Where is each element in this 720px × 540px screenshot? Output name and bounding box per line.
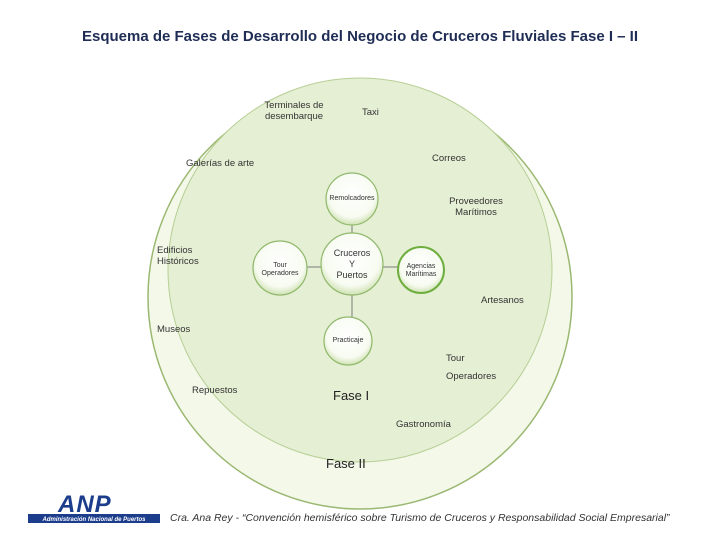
item-taxi: Taxi <box>362 107 379 118</box>
item-operadores: Operadores <box>446 371 497 382</box>
node-label-cruceros: Cruceros Y Puertos <box>333 248 371 280</box>
item-museos: Museos <box>157 324 191 335</box>
item-gastronomia: Gastronomía <box>396 419 451 430</box>
node-label-agencias: Agencias Marítimas <box>405 263 437 278</box>
phase-1-label: Fase I <box>333 388 370 403</box>
footer-credit: Cra. Ana Rey - “Convención hemisférico s… <box>170 512 670 524</box>
node-label-practicaje: Practicaje <box>332 337 364 344</box>
item-artesanos: Artesanos <box>481 295 524 306</box>
node-agencias <box>397 246 445 294</box>
item-terminales: Terminales de desembarque <box>264 100 324 122</box>
item-correos: Correos <box>432 153 466 164</box>
item-repuestos: Repuestos <box>192 385 238 396</box>
page-title: Esquema de Fases de Desarrollo del Negoc… <box>81 28 639 45</box>
node-remolcadores <box>325 172 379 226</box>
svg-text:ANP: ANP <box>57 491 112 518</box>
anp-logo-mark: ANP Administración Nacional de Puertos <box>28 491 160 523</box>
node-practicaje <box>323 316 373 366</box>
node-label-tour-operadores: Tour Operadores <box>261 262 299 277</box>
item-galerias: Galerías de arte <box>186 158 255 169</box>
node-label-remolcadores: Remolcadores <box>329 195 375 202</box>
item-edificios: Edificios Históricos <box>157 245 199 267</box>
svg-text:Administración Nacional de Pue: Administración Nacional de Puertos <box>41 517 146 523</box>
phase-2-label: Fase II <box>326 456 366 471</box>
node-cruceros <box>320 232 384 296</box>
item-tour: Tour <box>446 353 465 364</box>
node-tour-operadores <box>252 240 308 296</box>
anp-logo: ANP Administración Nacional de Puertos <box>28 490 160 524</box>
item-proveedores: Proveedores Marítimos <box>449 196 503 218</box>
